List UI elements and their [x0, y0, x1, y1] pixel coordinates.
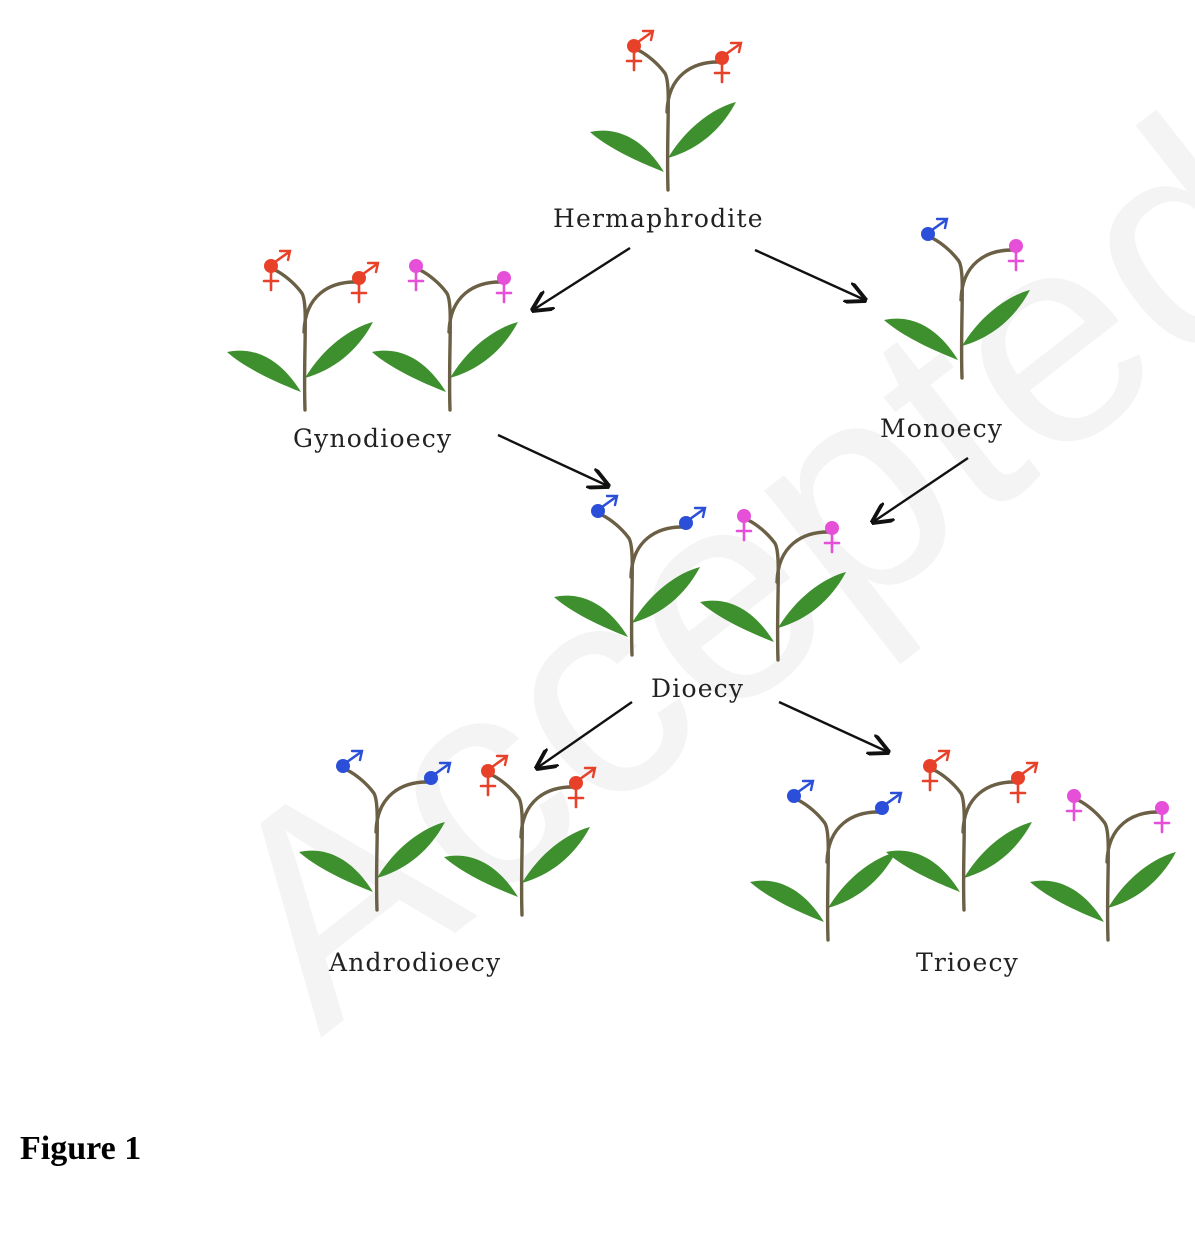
- female-symbol-icon: [1153, 801, 1171, 834]
- plant-androdioecy-2: [444, 754, 597, 917]
- leaf-right: [668, 102, 736, 158]
- bisexual-symbol-icon: [350, 261, 380, 304]
- bisexual-symbol-icon: [479, 754, 509, 797]
- male-symbol-icon: [679, 506, 707, 530]
- stem-right: [1105, 810, 1160, 864]
- leaf-left: [372, 350, 446, 392]
- stage-label-trioecy: Trioecy: [916, 948, 1019, 977]
- male-symbol-icon: [921, 217, 949, 241]
- plant-gynodioecy-1: [227, 249, 380, 412]
- stem-right: [374, 780, 429, 834]
- arrow-dioecy-to-trioecy: [778, 700, 888, 752]
- leaf-left: [700, 600, 774, 642]
- female-symbol-icon: [1065, 789, 1083, 822]
- bisexual-symbol-icon: [921, 749, 951, 792]
- female-symbol-icon: [495, 271, 513, 304]
- figure-caption: Figure 1: [20, 1130, 142, 1167]
- leaf-left: [299, 850, 373, 892]
- leaf-right: [964, 822, 1032, 878]
- stem-right: [775, 530, 830, 584]
- stem-left: [1076, 798, 1110, 942]
- bisexual-symbol-icon: [625, 29, 655, 72]
- stem-right: [959, 248, 1014, 302]
- stem-left: [490, 773, 524, 917]
- stem-left: [345, 768, 379, 912]
- leaf-left: [227, 350, 301, 392]
- stem-left: [636, 48, 670, 192]
- arrow-monoecy-to-dioecy: [873, 457, 969, 522]
- plant-trioecy-3: [1030, 789, 1176, 942]
- male-symbol-icon: [875, 791, 903, 815]
- arrow-gynodioecy-to-dioecy: [497, 433, 608, 486]
- leaf-right: [522, 827, 590, 883]
- female-symbol-icon: [407, 259, 425, 292]
- stem-left: [932, 768, 966, 912]
- plant-hermaphrodite-1: [590, 29, 743, 192]
- stem-left: [930, 236, 964, 380]
- male-symbol-icon: [787, 779, 815, 803]
- leaf-left: [886, 850, 960, 892]
- plant-trioecy-2: [886, 749, 1039, 912]
- stage-label-dioecy: Dioecy: [651, 674, 745, 703]
- plant-illustrations: [227, 29, 1176, 942]
- male-symbol-icon: [591, 494, 619, 518]
- stage-label-gynodioecy: Gynodioecy: [293, 424, 453, 453]
- plant-monoecy-1: [884, 217, 1030, 380]
- stage-label-monoecy: Monoecy: [880, 414, 1004, 443]
- female-symbol-icon: [1007, 239, 1025, 272]
- male-symbol-icon: [336, 749, 364, 773]
- stem-left: [746, 518, 780, 662]
- stem-right: [629, 525, 684, 579]
- leaf-right: [450, 322, 518, 378]
- leaf-left: [444, 855, 518, 897]
- stem-left: [600, 513, 634, 657]
- leaf-right: [828, 852, 896, 908]
- plant-dioecy-1: [554, 494, 707, 657]
- stem-left: [796, 798, 830, 942]
- plant-gynodioecy-2: [372, 259, 518, 412]
- stem-right: [302, 280, 357, 334]
- stem-left: [273, 268, 307, 412]
- stem-right: [961, 780, 1016, 834]
- leaf-left: [750, 880, 824, 922]
- leaf-left: [590, 130, 664, 172]
- leaf-left: [1030, 880, 1104, 922]
- leaf-right: [1108, 852, 1176, 908]
- stem-right: [447, 280, 502, 334]
- leaf-right: [632, 567, 700, 623]
- stem-right: [825, 810, 880, 864]
- transition-arrows: [497, 246, 969, 768]
- bisexual-symbol-icon: [262, 249, 292, 292]
- female-symbol-icon: [735, 509, 753, 542]
- plant-androdioecy-1: [299, 749, 452, 912]
- male-symbol-icon: [424, 761, 452, 785]
- bisexual-symbol-icon: [567, 766, 597, 809]
- leaf-right: [377, 822, 445, 878]
- arrow-dioecy-to-androdioecy: [537, 701, 633, 768]
- stem-right: [519, 785, 574, 839]
- leaf-left: [884, 318, 958, 360]
- plant-dioecy-2: [700, 509, 846, 662]
- stage-label-hermaphrodite: Hermaphrodite: [553, 204, 764, 233]
- female-symbol-icon: [823, 521, 841, 554]
- arrow-hermaphrodite-to-gynodioecy: [533, 246, 631, 310]
- leaf-right: [305, 322, 373, 378]
- bisexual-symbol-icon: [713, 41, 743, 84]
- leaf-left: [554, 595, 628, 637]
- arrow-hermaphrodite-to-monoecy: [754, 248, 865, 300]
- leaf-right: [778, 572, 846, 628]
- stage-label-androdioecy: Androdioecy: [329, 948, 502, 977]
- plant-trioecy-1: [750, 779, 903, 942]
- leaf-right: [962, 290, 1030, 346]
- stem-right: [665, 60, 720, 114]
- stem-left: [418, 268, 452, 412]
- bisexual-symbol-icon: [1009, 761, 1039, 804]
